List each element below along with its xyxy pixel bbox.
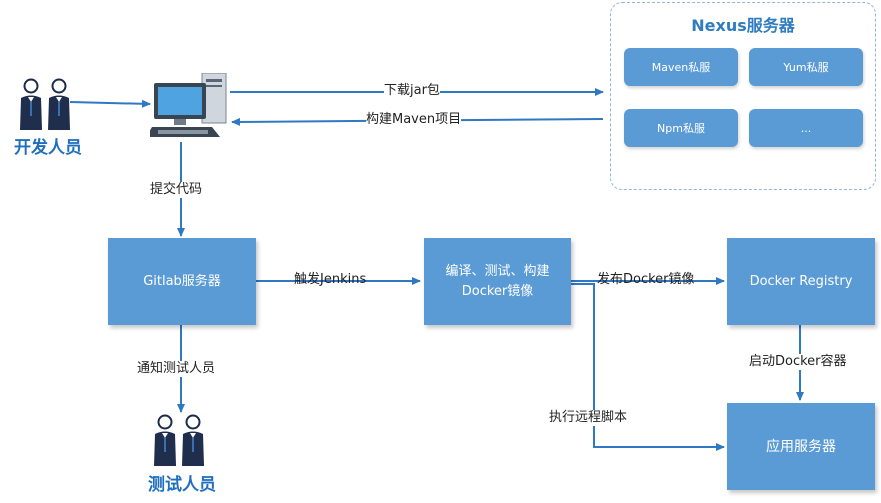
developers-label: 开发人员: [14, 138, 82, 158]
developers-icon: [20, 78, 70, 130]
label-trigger-jenkins: 触发Jenkins: [294, 272, 367, 287]
maven-repo: Maven私服: [624, 48, 738, 86]
build-label-line2: Docker镜像: [461, 283, 534, 299]
gitlab-server-node: Gitlab服务器: [108, 238, 256, 325]
docker-registry-node: Docker Registry: [727, 238, 875, 325]
yum-repo: Yum私服: [749, 48, 863, 86]
app-server-node: 应用服务器: [727, 403, 875, 490]
label-notify-testers: 通知测试人员: [137, 361, 216, 377]
nexus-title: Nexus服务器: [691, 16, 795, 35]
npm-repo: Npm私服: [624, 109, 738, 147]
build-node: 编译、测试、构建 Docker镜像: [424, 238, 571, 325]
build-label-line1: 编译、测试、构建: [445, 263, 550, 279]
computer-icon: [150, 73, 227, 137]
testers-icon: [154, 414, 204, 466]
testers-label: 测试人员: [148, 475, 216, 495]
label-publish-image: 发布Docker镜像: [597, 272, 695, 287]
gitlab-server-label: Gitlab服务器: [143, 273, 221, 289]
more-repos: ...: [749, 109, 863, 147]
label-download-jar: 下载jar包: [384, 83, 440, 99]
nexus-server-group: [610, 2, 876, 190]
label-build-maven: 构建Maven项目: [366, 112, 462, 128]
label-run-script: 执行远程脚本: [549, 410, 628, 426]
docker-registry-label: Docker Registry: [749, 273, 853, 289]
label-commit-code: 提交代码: [150, 182, 203, 198]
app-server-label: 应用服务器: [766, 438, 836, 455]
arrow-build-to-app: [571, 283, 725, 451]
label-start-container: 启动Docker容器: [749, 354, 847, 370]
arrow-dev-to-pc: [69, 99, 151, 108]
